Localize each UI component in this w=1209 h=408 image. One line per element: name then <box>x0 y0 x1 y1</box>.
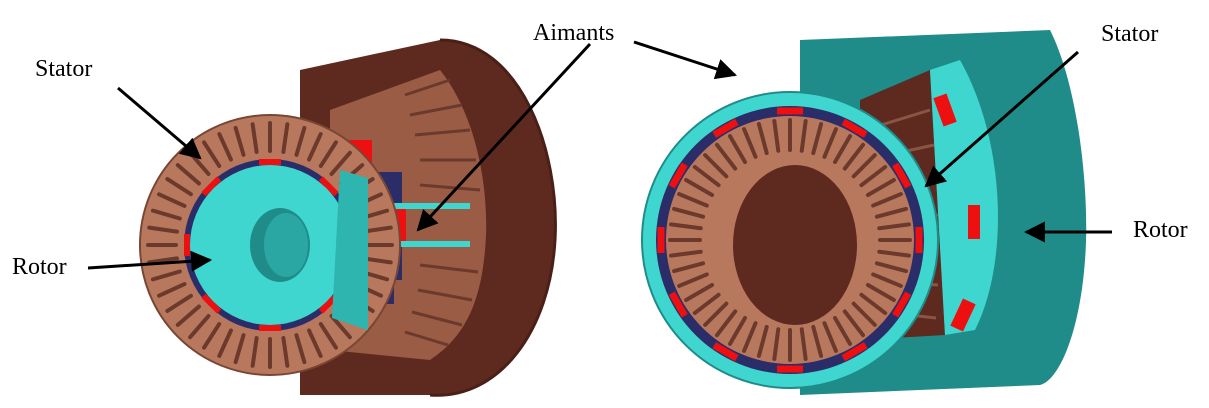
magnet-segment <box>916 227 923 253</box>
outer-rotor-machine <box>642 30 1086 395</box>
label-right-stator: Stator <box>1101 21 1158 47</box>
right-stator-bore <box>733 165 857 325</box>
label-right-rotor: Rotor <box>1133 217 1188 243</box>
label-aimants: Aimants <box>533 20 614 46</box>
inner-rotor-machine <box>140 40 555 395</box>
label-left-rotor: Rotor <box>12 254 67 280</box>
label-left-stator: Stator <box>35 56 92 82</box>
arrow-aimants-right <box>634 42 735 75</box>
magnet-segment <box>777 366 803 373</box>
magnet-segment <box>259 325 281 331</box>
magnet-segment <box>777 108 803 115</box>
magnet-segment <box>259 159 281 165</box>
arrow-left-stator <box>118 88 200 158</box>
magnet-segment <box>184 234 190 256</box>
magnet-segment <box>658 227 665 253</box>
